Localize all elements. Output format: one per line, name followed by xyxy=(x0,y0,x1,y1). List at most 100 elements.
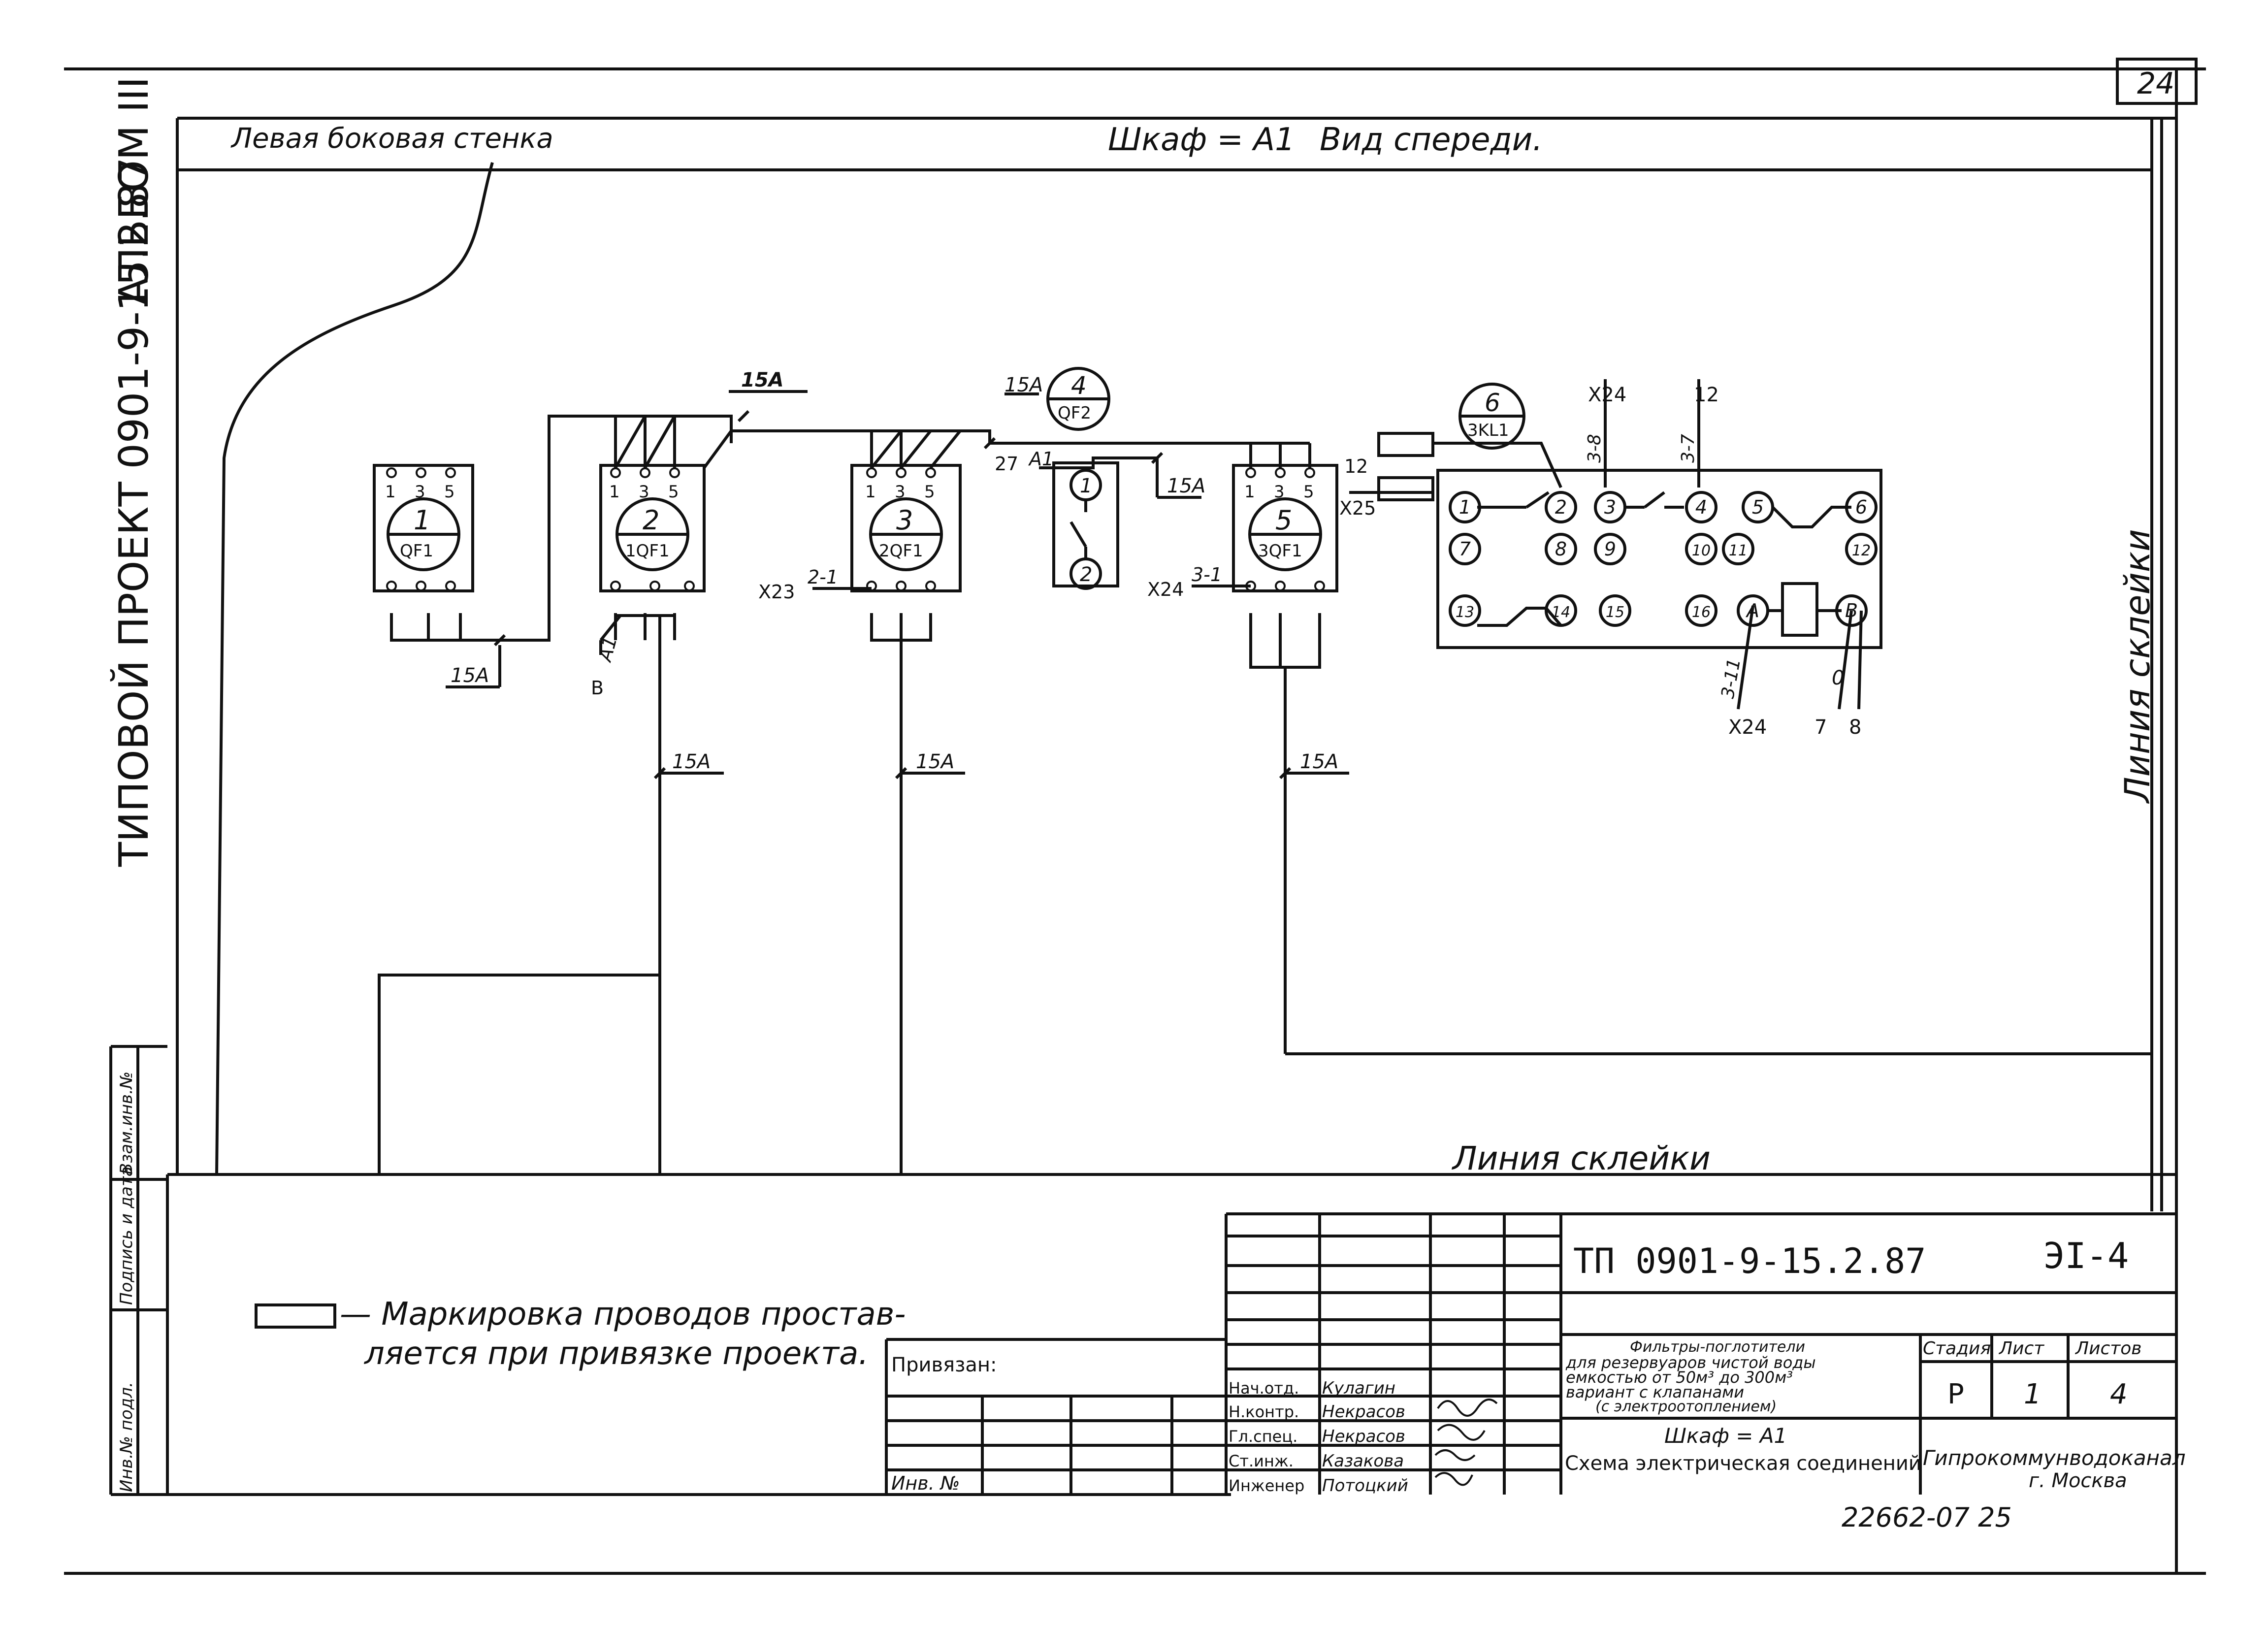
legend-marker-box xyxy=(255,1303,336,1329)
device-qf1 xyxy=(373,464,474,592)
3qf1-num: 5 xyxy=(1275,505,1292,536)
stamp-inv-podl: Инв.№ подл. xyxy=(117,1382,136,1492)
relay-terminal-label: 9 xyxy=(1604,538,1616,560)
sheet-value: 1 xyxy=(2024,1378,2041,1410)
relay-terminal-label: 13 xyxy=(1456,604,1474,621)
relay-terminal-circle xyxy=(1737,594,1769,627)
wire-3-1: 3-1 xyxy=(1192,564,1222,586)
relay-terminal-circle xyxy=(1845,533,1878,565)
staff-role-4: Ст.инж. xyxy=(1229,1452,1294,1470)
relay-block xyxy=(1436,469,1882,649)
wire-7: 7 xyxy=(1814,716,1827,739)
staff-name-4: Казакова xyxy=(1322,1451,1404,1471)
relay-terminal-circle xyxy=(1545,594,1577,627)
wire-a1: А1 xyxy=(1028,448,1054,470)
2qf1-num: 3 xyxy=(896,505,913,536)
3qf1-pin1: 1 xyxy=(1244,482,1255,502)
organization-2: г. Москва xyxy=(2029,1469,2127,1492)
desc-line-3: емкостью от 50м³ до 300м³ xyxy=(1566,1368,1793,1387)
qf2-num: 4 xyxy=(1071,371,1087,400)
1qf1-num: 2 xyxy=(643,505,659,536)
relay-terminal-circle xyxy=(1685,533,1717,565)
aux-contact xyxy=(1052,461,1119,590)
project-label: ТИПОВОЙ ПРОЕКТ 0901-9-15.2.87 xyxy=(110,157,158,867)
wire-labels: 15А 15А 15А 15А 15А 15А 15А 27 А1 X23 2-… xyxy=(451,369,1861,773)
wiring xyxy=(378,379,2152,1174)
relay-terminal-circle xyxy=(1545,491,1577,523)
staff-name-5: Потоцкий xyxy=(1322,1476,1408,1496)
sheets-header: Листов xyxy=(2074,1338,2141,1359)
2qf1-pin1: 1 xyxy=(865,482,876,502)
wire-x25: X25 xyxy=(1339,497,1376,519)
wire-3-7: 3-7 xyxy=(1678,434,1698,463)
stamp-vzam-inv: Взам.инв.№ xyxy=(117,1072,136,1174)
desc-line-1: Фильтры-поглотители xyxy=(1630,1338,1805,1356)
marker-box-x25 xyxy=(1377,476,1434,501)
wire-15a-left: 15А xyxy=(451,664,489,687)
album-label: АЛЬБОМ III xyxy=(111,77,158,305)
2qf1-pin5: 5 xyxy=(924,482,935,502)
2qf1-pin3: 3 xyxy=(895,482,906,502)
relay-terminal-label: 1 xyxy=(1459,496,1471,518)
wire-3-8: 3-8 xyxy=(1585,434,1605,463)
legend-line-1: — Маркировка проводов простав- xyxy=(340,1296,906,1333)
sheets-value: 4 xyxy=(2110,1378,2128,1410)
wire-8: 8 xyxy=(1849,716,1861,739)
staff-role-3: Гл.спец. xyxy=(1229,1427,1297,1446)
relay-terminal-label: 3 xyxy=(1604,496,1616,518)
view-label: Вид спереди. xyxy=(1320,122,1543,158)
relay-terminal-label: 2 xyxy=(1555,496,1567,518)
left-wall-label: Левая боковая стенка xyxy=(230,123,553,155)
relay-terminal-label: 11 xyxy=(1729,542,1748,559)
wire-12b: 12 xyxy=(1694,384,1719,406)
inv-no-label: Инв. № xyxy=(891,1472,960,1494)
relay-terminal-circle xyxy=(1449,594,1481,627)
qf1-pin3: 3 xyxy=(415,482,425,502)
relay-terminal-circle xyxy=(1742,491,1774,523)
wire-x24-bot: X24 xyxy=(1728,716,1767,739)
wire-15a-qf2: 15А xyxy=(1004,374,1043,396)
wire-15a-d3: 15А xyxy=(916,750,954,773)
relay-terminal-circle xyxy=(1845,491,1878,523)
relay-terminal-label: 4 xyxy=(1695,496,1707,518)
relay-terminal-circle xyxy=(1594,533,1626,565)
staff-name-1: Кулагин xyxy=(1322,1378,1395,1398)
qf1-code: QF1 xyxy=(400,541,433,561)
wire-15a-mid: 15А xyxy=(1167,475,1205,497)
relay-terminal-circle xyxy=(1545,533,1577,565)
relay-terminal-label: 5 xyxy=(1752,496,1764,518)
desc-line-4: вариант с клапанами xyxy=(1566,1383,1744,1401)
3qf1-code: 3QF1 xyxy=(1258,541,1302,561)
1qf1-pin5: 5 xyxy=(668,482,679,502)
wire-12: 12 xyxy=(1344,456,1368,477)
aux-contact-top: 1 xyxy=(1080,475,1092,497)
wire-15a-d2: 15А xyxy=(672,750,711,773)
archive-number: 22662-07 25 xyxy=(1842,1502,2012,1533)
glue-line-horizontal: Линия склейки xyxy=(1452,1140,1711,1177)
relay-terminal-label: 16 xyxy=(1692,604,1711,621)
relay-terminal-label: 8 xyxy=(1555,538,1567,560)
1qf1-code: 1QF1 xyxy=(625,541,670,561)
3qf1-pin5: 5 xyxy=(1303,482,1314,502)
relay-terminal-circle xyxy=(1599,594,1631,627)
drawing-title-1: Шкаф = А1 xyxy=(1664,1424,1787,1448)
staff-name-3: Некрасов xyxy=(1322,1427,1405,1446)
relay-terminal-label: 15 xyxy=(1606,604,1624,621)
qf1-pin5: 5 xyxy=(444,482,455,502)
wire-a1-vert: А1 xyxy=(593,634,621,665)
wire-x24a: X24 xyxy=(1147,579,1184,600)
relay-terminal-circle xyxy=(1449,491,1481,523)
doc-code: ТП 0901-9-15.2.87 xyxy=(1573,1241,1926,1281)
device-3kl1-tag xyxy=(1458,383,1525,450)
sheet-frame xyxy=(64,58,2206,1575)
1qf1-pin3: 3 xyxy=(639,482,649,502)
qf2-code: QF2 xyxy=(1058,403,1091,423)
relay-terminal-circle xyxy=(1722,533,1754,565)
relay-terminal-label: 14 xyxy=(1552,604,1570,621)
signature-scribbles xyxy=(1434,1399,1498,1486)
title-description: Фильтры-поглотители для резервуаров чист… xyxy=(1565,1338,1816,1415)
wire-x23: X23 xyxy=(758,581,795,603)
margin-stamps: Инв.№ подл. Подпись и дата Взам.инв.№ xyxy=(117,1072,136,1492)
wire-2-1: 2-1 xyxy=(808,566,838,588)
